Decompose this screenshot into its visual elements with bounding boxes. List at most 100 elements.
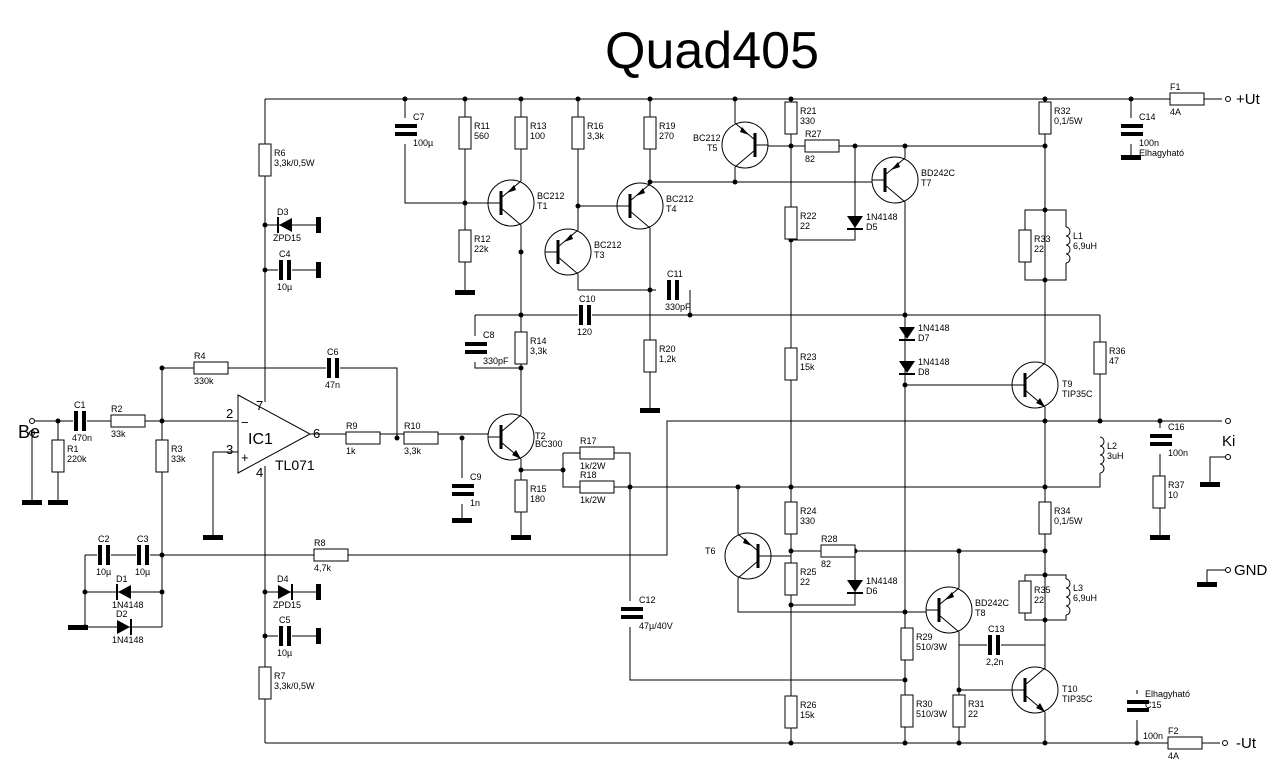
terminal[interactable] <box>1225 454 1231 460</box>
component-t6[interactable]: T6 <box>705 532 772 580</box>
component-value: 6,9uH <box>1073 593 1097 603</box>
terminal[interactable] <box>1225 418 1231 424</box>
component-r8[interactable]: R84,7k <box>313 538 349 573</box>
component-value: 15k <box>800 710 815 720</box>
component-l1[interactable]: L16,9uH <box>1062 226 1097 264</box>
terminal[interactable] <box>1225 96 1231 102</box>
terminal[interactable] <box>1222 740 1228 746</box>
terminal[interactable] <box>29 418 35 424</box>
component-value: 33k <box>111 429 126 439</box>
component-value: 0,1/5W <box>1054 516 1083 526</box>
junction-dot <box>575 96 581 102</box>
junction-dot <box>1157 418 1163 424</box>
junction-dot <box>788 96 794 102</box>
opamp-minus: − <box>241 415 249 430</box>
junction-dot <box>627 484 633 490</box>
component-value: 82 <box>821 559 831 569</box>
component-ref: F2 <box>1168 726 1179 736</box>
junction-dot <box>518 365 524 371</box>
component-ref: D6 <box>866 586 878 596</box>
component-r6[interactable]: R63,3k/0,5W <box>258 143 315 177</box>
component-value: 4A <box>1170 107 1181 117</box>
junction-dot <box>732 96 738 102</box>
component-value: 330pF <box>483 356 509 366</box>
component-r7[interactable]: R73,3k/0,5W <box>258 666 315 700</box>
terminal[interactable] <box>29 430 35 436</box>
junction-dot <box>788 484 794 490</box>
terminal[interactable] <box>1225 567 1231 573</box>
component-value: 22 <box>1034 595 1044 605</box>
component-l3[interactable]: L36,9uH <box>1062 578 1097 616</box>
